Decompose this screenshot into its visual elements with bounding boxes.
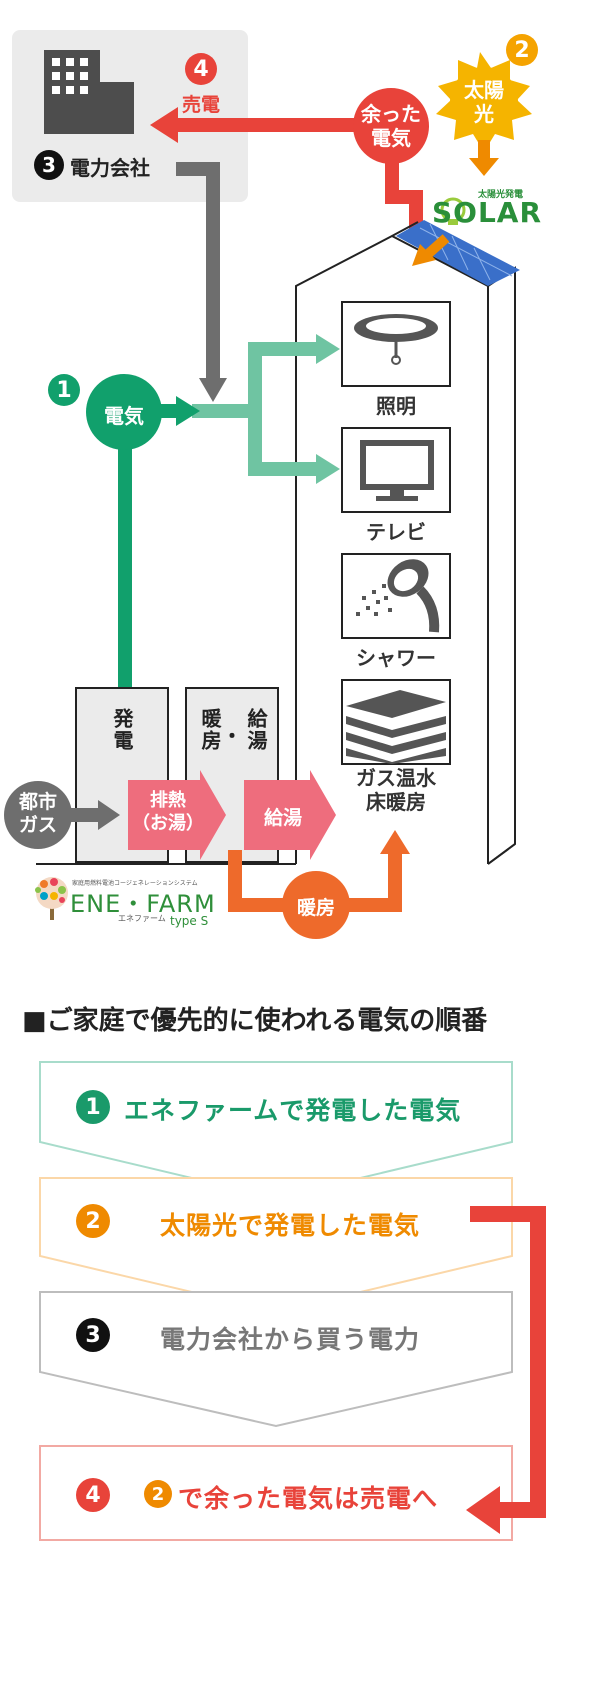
electricity-arrow <box>176 396 200 426</box>
power-company-label: 電力会社 <box>70 156 150 180</box>
distribution-arrows <box>192 334 340 484</box>
step-2-chevron <box>39 1177 513 1314</box>
sun-icon <box>436 52 532 152</box>
heating-label: 暖房 <box>296 897 335 919</box>
solar-to-house-arrow <box>412 234 450 266</box>
appliance-label-light: 照明 <box>376 394 416 418</box>
building-icon <box>44 50 134 134</box>
sell-label: 売電 <box>181 94 220 116</box>
solar-logo-text: SOLAR <box>432 196 543 229</box>
appliance-label-shower: シャワー <box>356 646 436 670</box>
grid-power-arrow <box>176 162 227 402</box>
surplus-label: 余った 電気 <box>361 102 421 150</box>
heat-unit-label-right: 給湯 <box>244 708 268 752</box>
step-3-chevron <box>39 1291 513 1428</box>
city-gas-label: 都市 ガス <box>18 791 57 836</box>
city-gas-circle <box>4 781 72 849</box>
sun-number-badge: 2 <box>506 34 538 66</box>
sun-label: 太陽 光 <box>464 78 504 126</box>
appliance-label-tv: テレビ <box>366 520 426 544</box>
heat-unit-dot: ・ <box>222 724 242 748</box>
enefarm-logo-sub: エネファーム <box>118 914 166 923</box>
exhaust-label: 排熱 （お湯） <box>132 790 204 834</box>
power-company-number-badge: 3 <box>34 150 64 180</box>
electricity-circle <box>86 374 162 450</box>
enefarm-logo-main: ENE・FARM <box>70 890 216 918</box>
sun-down-arrow <box>469 158 499 176</box>
enefarm-logo-type: type S <box>170 914 209 928</box>
solar-bulb-icon <box>440 197 466 225</box>
shower-icon <box>356 559 440 633</box>
green-power-line <box>118 440 132 690</box>
sell-arrow <box>150 107 423 236</box>
priority-heading: ■ご家庭で優先的に使われる電気の順番 <box>22 1006 488 1036</box>
solar-panel <box>396 220 520 286</box>
step-3-badge: 3 <box>76 1318 110 1352</box>
exhaust-arrow <box>128 770 226 860</box>
appliance-label-floor-heating: ガス温水 床暖房 <box>356 766 436 814</box>
heat-unit-label-left: 暖房 <box>198 708 222 752</box>
solar-logo-small: 太陽光発電 <box>478 190 524 200</box>
electricity-number-badge: 1 <box>48 374 80 406</box>
step-2-label: 太陽光で発電した電気 <box>160 1211 421 1240</box>
tv-icon <box>360 440 434 501</box>
sell-number-badge: 4 <box>185 53 217 85</box>
step-4-box <box>39 1445 513 1541</box>
step-1-label: エネファームで発電した電気 <box>124 1096 462 1125</box>
hot-water-arrow <box>244 770 336 860</box>
generator-unit-label: 発電 <box>110 708 134 752</box>
electricity-label: 電気 <box>104 404 144 428</box>
floor-heating-icon <box>346 690 446 764</box>
step-4-ref-badge: 2 <box>144 1480 172 1508</box>
step-4-label: で余った電気は売電へ <box>178 1484 439 1513</box>
enefarm-tree-icon <box>35 877 68 920</box>
enefarm-logo-small: 家庭用燃料電池コージェネレーションシステム <box>72 880 198 887</box>
hot-water-label: 給湯 <box>263 807 302 829</box>
step-3-label: 電力会社から買う電力 <box>160 1325 421 1354</box>
step-2-badge: 2 <box>76 1204 110 1238</box>
surplus-circle <box>353 88 429 164</box>
surplus-sell-bracket <box>466 1206 546 1534</box>
step-1-chevron <box>39 1061 513 1200</box>
ceiling-light-icon <box>354 314 438 365</box>
step-4-badge: 4 <box>76 1478 110 1512</box>
step-1-badge: 1 <box>76 1090 110 1124</box>
heating-circle <box>282 871 350 939</box>
